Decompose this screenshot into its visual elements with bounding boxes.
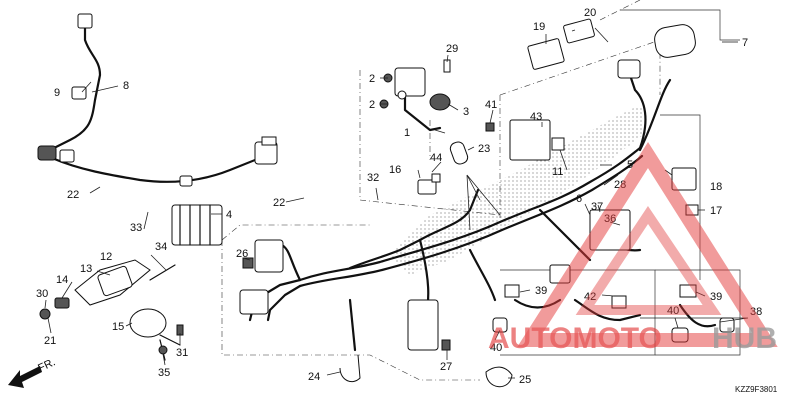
callout-25: 25 [519,374,531,386]
leader-lines [44,27,749,379]
regulator-parts [171,173,441,351]
ignition-parts [379,59,495,165]
callout-5: 5 [627,159,633,171]
callout-19: 19 [533,21,545,33]
callout-32: 32 [367,172,379,184]
callout-3: 3 [463,106,469,118]
callout-44: 44 [430,152,442,164]
callout-39b: 39 [710,291,722,303]
callout-35: 35 [158,367,170,379]
callout-22b: 22 [273,197,285,209]
callout-14: 14 [56,274,68,286]
callout-21: 21 [44,335,56,347]
sub-harness-8 [37,13,278,187]
callout-18: 18 [710,181,722,193]
callout-6: 6 [576,193,582,205]
callout-43: 43 [530,111,542,123]
callout-15: 15 [112,321,124,333]
watermark-text-left: AUTOMOTO [488,322,662,355]
callout-1: 1 [404,127,410,139]
callout-16: 16 [389,164,401,176]
callout-23: 23 [478,143,490,155]
callout-2a: 2 [369,73,375,85]
direction-label: FR. [36,356,57,374]
callout-27: 27 [440,361,452,373]
clamp-parts [158,324,513,388]
callout-30: 30 [36,288,48,300]
callout-13: 13 [80,263,92,275]
callout-7: 7 [742,37,748,49]
callout-40a: 40 [490,342,502,354]
main-harness [248,73,672,352]
callout-29: 29 [446,43,458,55]
callout-12: 12 [100,251,112,263]
callout-22a: 22 [67,189,79,201]
callout-41: 41 [485,99,497,111]
callout-9: 9 [54,87,60,99]
watermark: AUTOMOTO HUB [488,141,778,355]
direction-arrow-icon [8,366,42,388]
front-direction-indicator: FR. [8,356,57,388]
watermark-triangle-icon [517,141,778,347]
sensor-parts [39,259,181,361]
callout-31: 31 [176,347,188,359]
drawing-code: KZZ9F3801 [735,385,778,394]
callout-8: 8 [123,80,129,92]
callout-20: 20 [584,7,596,19]
callout-26: 26 [236,248,248,260]
watermark-text-right: HUB [712,322,777,355]
callout-42: 42 [584,291,596,303]
callout-17: 17 [710,205,722,217]
relay-parts [509,18,696,161]
callout-40b: 40 [667,305,679,317]
callout-33: 33 [130,222,142,234]
callout-39a: 39 [535,285,547,297]
callout-34: 34 [155,241,167,253]
stipple-area [390,105,650,275]
callout-24: 24 [308,371,320,383]
callout-2b: 2 [369,99,375,111]
callout-37: 37 [591,201,603,213]
callout-11: 11 [552,166,563,178]
callout-4: 4 [226,209,232,221]
